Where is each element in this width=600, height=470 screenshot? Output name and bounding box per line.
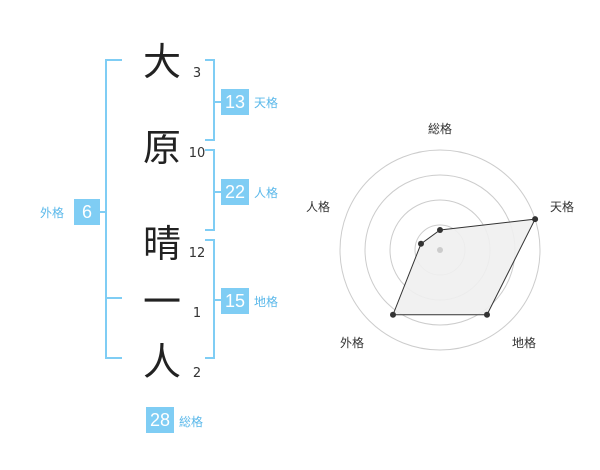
tenkaku-label: 天格 — [254, 96, 279, 110]
tenkaku-bracket — [205, 59, 215, 141]
axis-label-jinkaku: 人格 — [306, 199, 330, 214]
radar-area — [392, 218, 536, 316]
axis-label-chikaku: 地格 — [512, 335, 536, 350]
stroke-count-1: 3 — [192, 66, 202, 81]
gaikaku-value: 6 — [74, 199, 100, 225]
radar-ring-4 — [339, 149, 541, 351]
radar-center — [437, 247, 443, 253]
name-char-4: 一 — [142, 280, 181, 324]
jinkaku-value: 22 — [221, 179, 249, 205]
radar-points — [390, 216, 539, 318]
bracket-lines — [100, 59, 221, 359]
radar-chart: 総格 天格 地格 外格 人格 — [306, 121, 574, 351]
radar-point-2 — [532, 216, 539, 223]
jinkaku-bracket — [205, 149, 215, 231]
axis-label-soukaku: 総格 — [428, 121, 452, 136]
tenkaku-value: 13 — [221, 89, 249, 115]
radar-point-4 — [390, 311, 396, 318]
name-char-2: 原 — [142, 126, 181, 170]
name-char-1: 大 — [142, 40, 181, 84]
axis-label-gaikaku: 外格 — [340, 335, 364, 350]
axis-label-tenkaku: 天格 — [550, 199, 574, 214]
name-char-3: 晴 — [142, 222, 181, 266]
stroke-count-2: 10 — [188, 146, 206, 161]
radar-center-dot — [437, 247, 443, 253]
gaikaku-bracket — [105, 59, 122, 359]
stroke-count-3: 12 — [188, 246, 206, 261]
gaikaku-label: 外格 — [40, 206, 65, 220]
name-char-5: 人 — [142, 340, 181, 384]
radar-point-3 — [484, 311, 490, 318]
soukaku-label: 総格 — [179, 415, 204, 429]
chikaku-value: 15 — [221, 288, 249, 314]
radar-point-5 — [418, 240, 424, 247]
chikaku-label: 地格 — [254, 295, 279, 309]
radar-point-1 — [437, 227, 443, 233]
soukaku-value: 28 — [146, 407, 174, 433]
stroke-count-5: 2 — [192, 366, 202, 381]
stroke-count-4: 1 — [192, 306, 202, 321]
jinkaku-label: 人格 — [254, 186, 279, 200]
